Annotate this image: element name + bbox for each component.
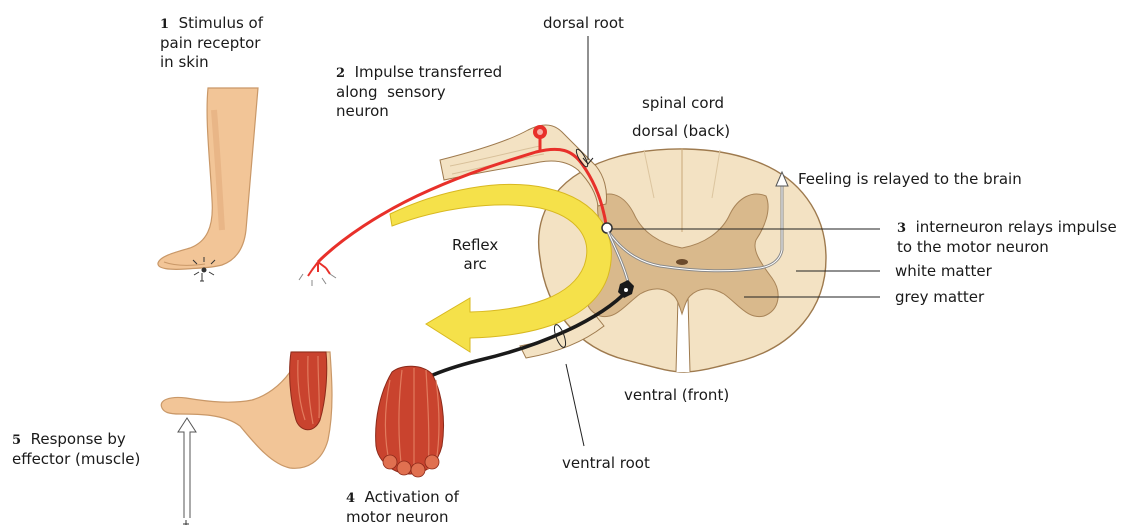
interneuron-cell <box>602 223 612 233</box>
grey-matter-label: grey matter <box>895 288 984 307</box>
reflex-arc-label: Reflex arc <box>452 236 498 274</box>
white-matter-label: white matter <box>895 262 992 281</box>
dorsal-back-label: dorsal (back) <box>632 122 730 141</box>
step-1-text: Stimulus of pain receptor in skin <box>160 14 263 71</box>
ventral-root-label: ventral root <box>562 454 650 473</box>
dorsal-root-label: dorsal root <box>543 14 624 33</box>
step-4-text: Activation of motor neuron <box>346 488 459 526</box>
step-2-text: Impulse transferred along sensory neuron <box>336 63 502 120</box>
step-5-text: Response by effector (muscle) <box>12 430 140 468</box>
step-5-label: 5 Response by effector (muscle) <box>12 430 140 469</box>
step-4-label: 4 Activation of motor neuron <box>346 488 459 527</box>
spinal-cord-label: spinal cord <box>642 94 724 113</box>
step-3-number: 3 <box>897 221 906 236</box>
feeling-relayed-label: Feeling is relayed to the brain <box>798 170 1022 189</box>
step-4-number: 4 <box>346 491 355 506</box>
step-1-number: 1 <box>160 17 169 32</box>
response-arrow <box>178 418 196 525</box>
step-5-number: 5 <box>12 433 21 448</box>
step-1-label: 1 Stimulus of pain receptor in skin <box>160 14 263 72</box>
step-3-label: 3 interneuron relays impulse to the moto… <box>897 218 1117 257</box>
forearm-upper-shape <box>158 88 258 269</box>
step-2-label: 2 Impulse transferred along sensory neur… <box>336 63 502 121</box>
stimulated-arm <box>158 88 258 281</box>
ventral-front-label: ventral (front) <box>624 386 729 405</box>
central-canal <box>676 259 688 265</box>
step-3-text: interneuron relays impulse to the motor … <box>897 218 1117 256</box>
muscle-fiber-bundle <box>376 366 444 477</box>
ventral-root-leader <box>566 364 584 446</box>
step-2-number: 2 <box>336 66 345 81</box>
effector-arm <box>161 352 332 525</box>
